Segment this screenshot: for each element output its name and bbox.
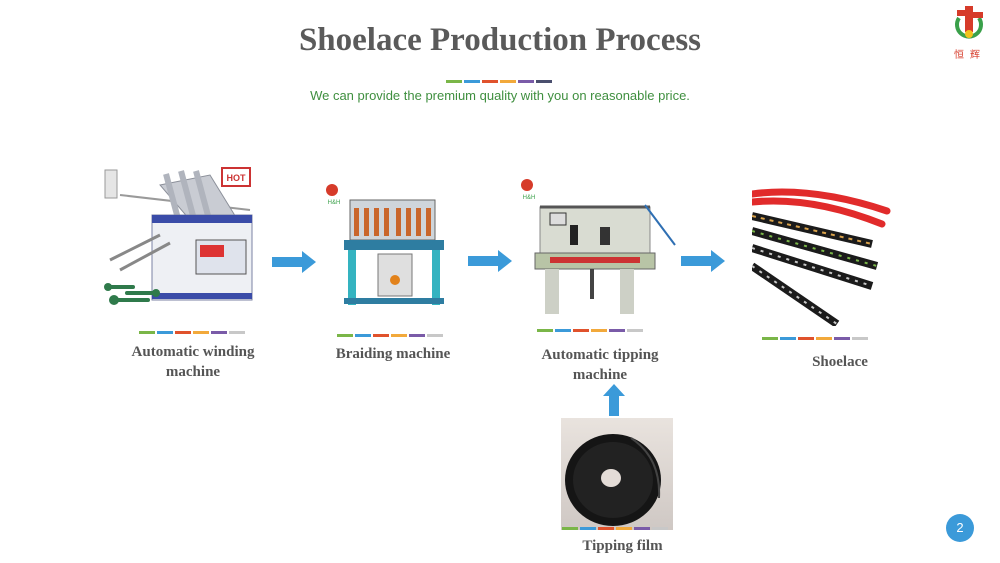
hot-badge: HOT xyxy=(227,173,247,183)
shoelace-image xyxy=(748,186,892,328)
hh-badge-2: H&H xyxy=(328,200,341,206)
step3-color-bar xyxy=(537,329,643,332)
logo-text: 恒辉 xyxy=(954,50,986,61)
slide-title: Shoelace Production Process xyxy=(298,22,702,58)
step2-color-bar xyxy=(337,334,443,337)
tipping-film-image xyxy=(561,418,673,530)
step3-label: Automatic tipping machine xyxy=(541,347,659,383)
step4-label: Shoelace xyxy=(812,354,868,370)
step2-label: Braiding machine xyxy=(335,346,451,362)
step4-color-bar xyxy=(762,337,868,340)
arrow-right-icon xyxy=(681,250,725,272)
step5-label: Tipping film xyxy=(582,538,663,554)
company-logo: 恒辉 xyxy=(945,4,995,62)
slide-subtitle: We can provide the premium quality with … xyxy=(310,88,690,103)
hh-badge-3: H&H xyxy=(523,195,536,201)
arrow-right-icon xyxy=(272,251,316,273)
winding-machine-image: HOT xyxy=(100,165,260,320)
step5-color-bar xyxy=(562,527,668,530)
arrow-right-icon xyxy=(468,250,512,272)
braiding-machine-image: H&H xyxy=(320,180,450,310)
tipping-machine-image: H&H xyxy=(515,175,680,320)
title-color-bar xyxy=(446,80,552,83)
page-number-badge: 2 xyxy=(946,514,974,542)
step1-label: Automatic winding machine xyxy=(131,344,255,380)
arrow-up-icon xyxy=(603,384,625,416)
step1-color-bar xyxy=(139,331,245,334)
